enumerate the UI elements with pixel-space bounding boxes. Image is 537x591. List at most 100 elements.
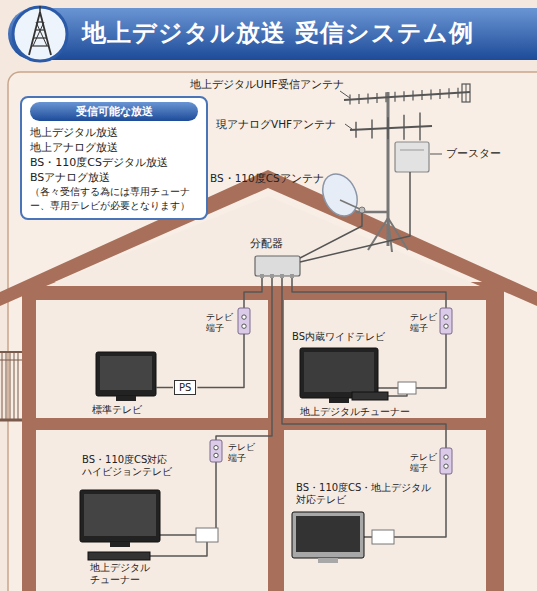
cable bbox=[292, 278, 446, 308]
cable bbox=[300, 172, 410, 262]
terminal-label: テレビ 端子 bbox=[410, 312, 439, 334]
booster-box bbox=[430, 154, 442, 155]
uhf-antenna bbox=[376, 93, 377, 103]
cable bbox=[156, 387, 173, 389]
tv-terminal bbox=[214, 453, 218, 457]
cable bbox=[197, 334, 244, 388]
uhf-antenna bbox=[403, 91, 404, 101]
house bbox=[284, 430, 486, 591]
tv-terminal bbox=[210, 308, 452, 474]
vhf-antenna bbox=[387, 117, 388, 139]
tv-terminal bbox=[444, 464, 448, 468]
vhf-antenna bbox=[419, 113, 420, 141]
cable bbox=[215, 462, 217, 528]
cable bbox=[364, 536, 372, 538]
uhf-antenna bbox=[430, 89, 431, 99]
cable bbox=[150, 542, 207, 556]
uhf-antenna bbox=[344, 92, 470, 100]
balcony-railing bbox=[0, 351, 22, 353]
tower-icon bbox=[29, 6, 51, 55]
tower-icon bbox=[37, 21, 43, 22]
cable bbox=[378, 387, 398, 389]
panel-heading: 受信可能な放送 bbox=[30, 102, 198, 121]
television bbox=[300, 348, 378, 398]
info-box: 受信可能な放送地上デジタル放送地上アナログ放送BS・110度CSデジタル放送BS… bbox=[20, 96, 208, 220]
balcony-railing bbox=[0, 419, 22, 422]
part-label: 現アナログVHFアンテナ bbox=[216, 118, 336, 131]
title: 地上デジタル放送 受信システム例 bbox=[82, 17, 474, 49]
list-item: （各々受信する為には専用チューナー、専用テレビが必要となります） bbox=[30, 185, 198, 212]
adapter bbox=[398, 382, 416, 394]
television bbox=[80, 490, 160, 542]
television bbox=[292, 512, 364, 558]
house bbox=[0, 170, 537, 306]
tv-terminal bbox=[242, 315, 246, 319]
uhf-antenna bbox=[344, 84, 470, 105]
part-label: 標準テレビ bbox=[92, 404, 142, 416]
television bbox=[110, 542, 130, 547]
tv-terminal bbox=[242, 324, 246, 328]
box-label: PS bbox=[179, 382, 191, 393]
cable bbox=[244, 278, 262, 308]
vhf-antenna bbox=[355, 122, 356, 138]
leader-line bbox=[345, 124, 352, 129]
tv-terminal bbox=[440, 448, 452, 474]
tuner bbox=[88, 552, 150, 560]
antenna-mast bbox=[388, 218, 392, 252]
bs-dish bbox=[340, 200, 362, 210]
part-label: BS・110度CS・地上デジタル 対応テレビ bbox=[296, 482, 434, 506]
bs-dish bbox=[316, 168, 388, 221]
part-label: BS内蔵ワイドテレビ bbox=[292, 331, 385, 343]
tv-terminal bbox=[444, 315, 448, 319]
television bbox=[116, 396, 136, 401]
splitter bbox=[260, 274, 264, 278]
booster-box bbox=[395, 142, 442, 172]
tv-terminal bbox=[238, 308, 250, 334]
part-label: 地上デジタルUHF受信アンテナ bbox=[190, 78, 344, 91]
splitter bbox=[280, 274, 284, 278]
uhf-antenna bbox=[448, 88, 449, 98]
part-label: ブースター bbox=[446, 147, 501, 160]
part-label: 地上デジタルチューナー bbox=[300, 406, 410, 418]
leader-line bbox=[340, 91, 350, 98]
list-item: BSアナログ放送 bbox=[30, 171, 198, 186]
balcony-railing bbox=[18, 352, 19, 420]
title-bar bbox=[13, 7, 67, 61]
tower-icon bbox=[33, 37, 47, 38]
uhf-antenna bbox=[466, 84, 467, 102]
house bbox=[36, 300, 268, 418]
vhf-antenna bbox=[371, 119, 372, 138]
uhf-antenna bbox=[421, 90, 422, 100]
balcony-railing bbox=[2, 352, 3, 420]
tower-icon bbox=[39, 6, 41, 12]
bs-dish bbox=[359, 207, 365, 213]
tv-terminal bbox=[210, 440, 222, 462]
title-bar bbox=[8, 7, 537, 61]
uhf-antenna bbox=[394, 92, 395, 102]
house bbox=[284, 300, 486, 418]
television bbox=[100, 356, 152, 390]
uhf-antenna bbox=[439, 89, 440, 99]
house bbox=[36, 430, 268, 591]
booster-box bbox=[395, 142, 429, 172]
background bbox=[8, 72, 537, 591]
ps-box: PS bbox=[174, 380, 196, 395]
vhf-antenna bbox=[403, 115, 404, 140]
cable bbox=[282, 278, 446, 448]
vhf-antenna bbox=[350, 113, 432, 141]
leader-line bbox=[340, 91, 352, 129]
television bbox=[96, 352, 156, 396]
adapter bbox=[196, 382, 416, 544]
part-label: BS・110度CS対応 ハイビジョンテレビ bbox=[82, 454, 174, 478]
booster-box bbox=[400, 150, 424, 151]
part-label: BS・110度CSアンテナ bbox=[210, 172, 324, 185]
part-label: 分配器 bbox=[250, 237, 283, 250]
uhf-antenna bbox=[457, 88, 458, 98]
television bbox=[84, 494, 156, 536]
uhf-antenna bbox=[358, 94, 359, 104]
adapter bbox=[196, 528, 218, 542]
list-item: BS・110度CSデジタル放送 bbox=[30, 156, 198, 171]
terminal-label: テレビ 端子 bbox=[410, 452, 439, 474]
